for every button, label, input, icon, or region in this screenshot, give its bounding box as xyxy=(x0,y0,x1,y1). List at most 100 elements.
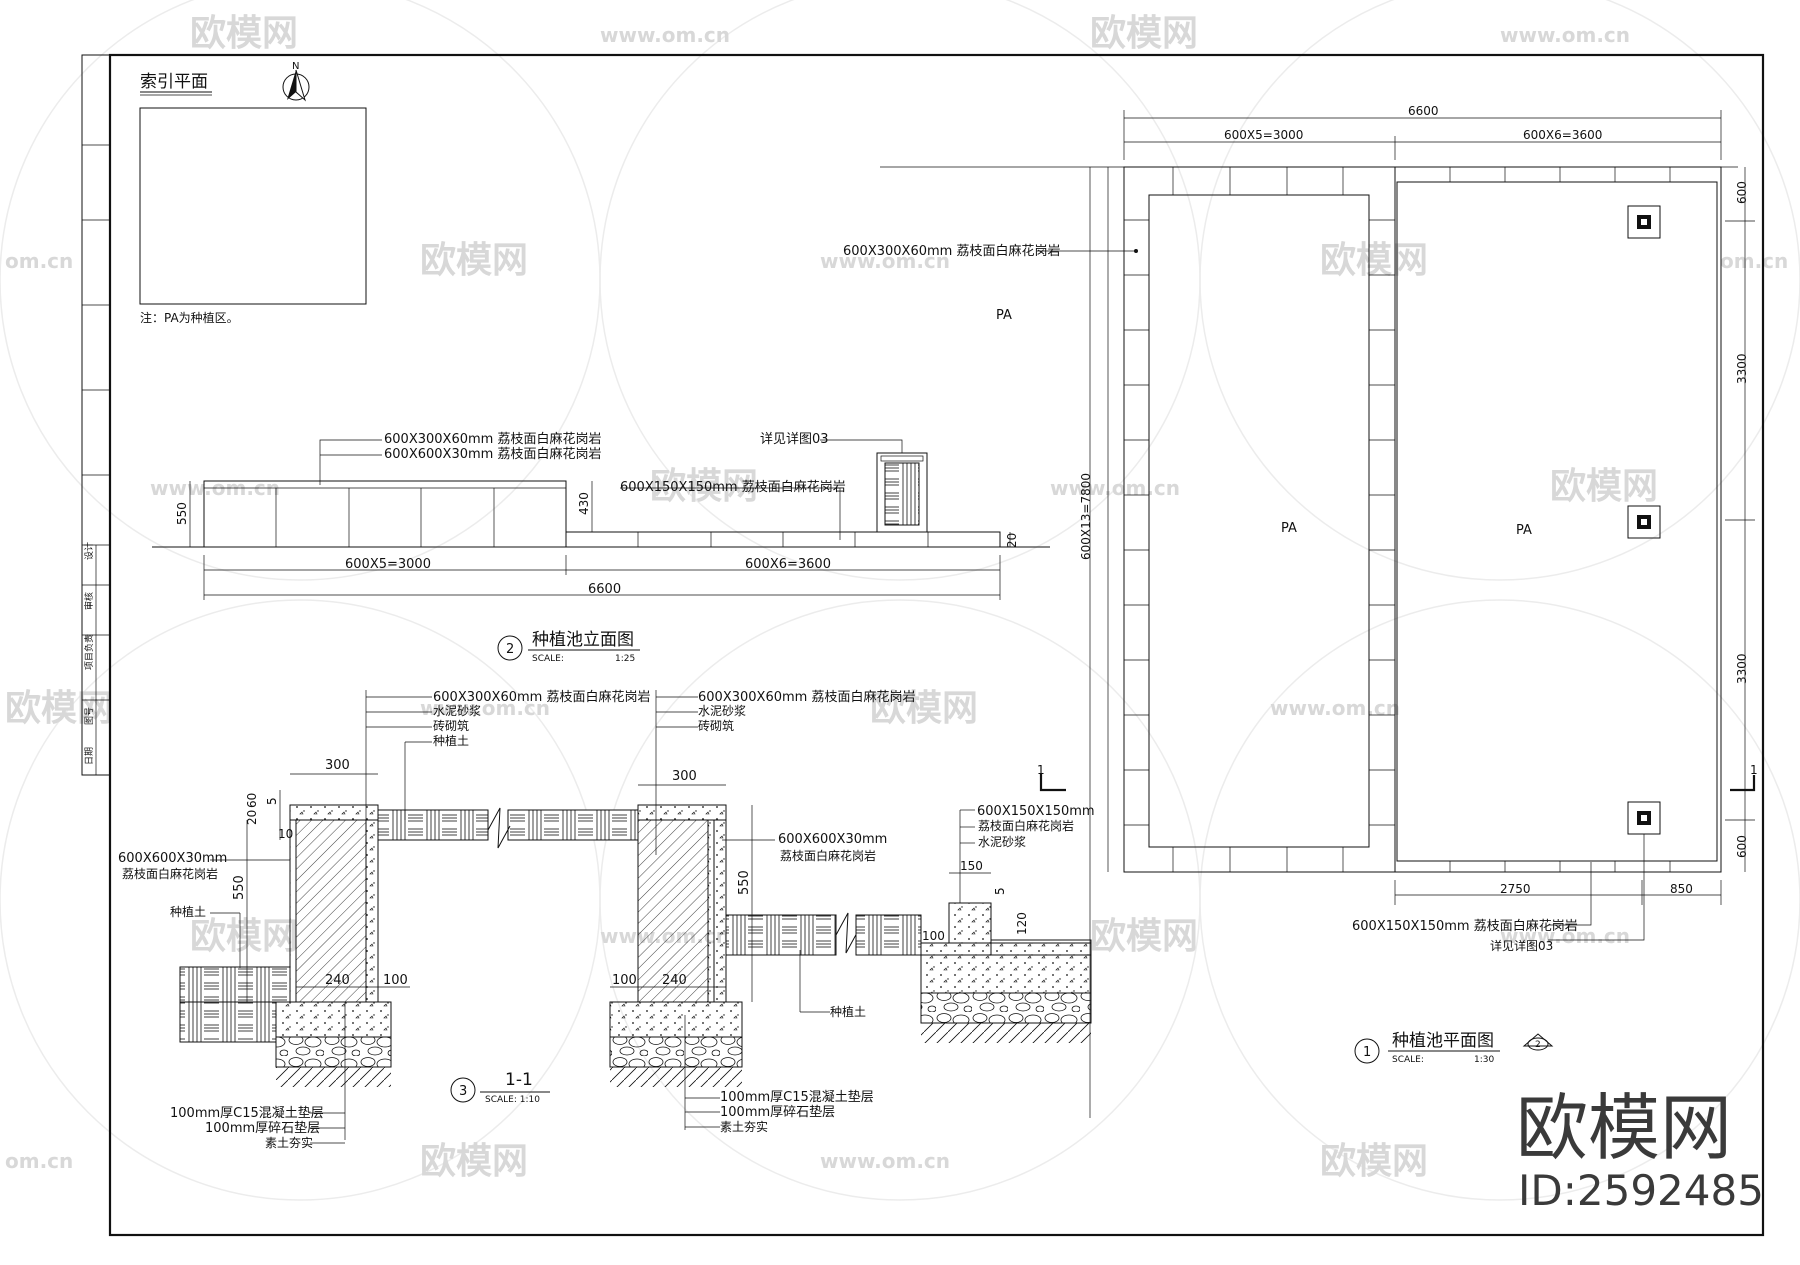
index-plan: 索引平面 N 注：PA为种植区。 xyxy=(139,61,367,325)
coping-stone-a xyxy=(289,804,379,821)
light-fixture-icon xyxy=(1627,505,1661,539)
elev-label-cap: 600X300X60mm 荔枝面白麻花岗岩 xyxy=(384,431,601,447)
sec-a-base-earth: 素土夯实 xyxy=(265,1135,313,1150)
gravel-base-b xyxy=(609,1036,743,1068)
dim-left: 600X5=3000 xyxy=(345,557,431,572)
title-cell: 日期 xyxy=(84,747,95,765)
sec-a-dim-300: 300 xyxy=(325,758,350,773)
plan-scale: 1:30 xyxy=(1474,1055,1494,1065)
sec-scale: SCALE: 1:10 xyxy=(485,1095,540,1105)
sec-a-dim-20: 20 xyxy=(245,810,259,825)
sec-a-dim-5: 5 xyxy=(265,797,279,805)
light-fixture-icon xyxy=(1627,205,1661,239)
title-cell: 项目负责 xyxy=(83,634,95,670)
sec-b-side-spec: 600X600X30mm xyxy=(778,832,887,847)
elev-label-detail: 详见详图03 xyxy=(760,432,829,447)
sec-a-side-material: 荔枝面白麻花岗岩 xyxy=(122,866,218,881)
section-cut-mark xyxy=(1730,775,1756,792)
sec-b-label-mortar: 水泥砂浆 xyxy=(698,703,746,718)
watermark-id: ID:2592485 xyxy=(1518,1166,1764,1215)
sec-c-dim-150: 150 xyxy=(960,859,983,873)
sec-b-base-earth: 素土夯实 xyxy=(720,1119,768,1134)
plan-section-mark: 1 xyxy=(1750,763,1758,777)
sec-b-side-material: 荔枝面白麻花岗岩 xyxy=(780,848,876,863)
gravel-base-a xyxy=(275,1036,392,1068)
plan-dim-600-bot: 600 xyxy=(1735,835,1749,858)
dim-430: 430 xyxy=(577,492,591,515)
sec-b-dim-240: 240 xyxy=(662,973,687,988)
index-plan-box xyxy=(139,107,367,305)
planter-bed-left xyxy=(1148,194,1370,848)
sec-c-dim-100: 100 xyxy=(922,929,945,943)
sec-a-label-mortar: 水泥砂浆 xyxy=(433,703,481,718)
plan-dim-vertical: 600X13=7800 xyxy=(1079,473,1093,560)
watermark-url: www.om.cn xyxy=(820,1149,950,1173)
index-plan-title: 索引平面 xyxy=(140,72,208,92)
index-plan-note: 注：PA为种植区。 xyxy=(140,310,239,325)
watermark-url: www.om.cn xyxy=(1050,476,1180,500)
watermark-brand: 欧模网 xyxy=(1320,240,1428,281)
watermark-big-brand: 欧模网 xyxy=(1516,1086,1732,1170)
watermark-layer: 欧模网 www.om.cn 欧模网 www.om.cn 欧模网 www.om.c… xyxy=(0,0,1800,1201)
elev-title: 种植池立面图 xyxy=(532,630,634,650)
plan-dim-total: 6600 xyxy=(1408,104,1439,118)
sec-title-no: 3 xyxy=(459,1084,467,1099)
plan-dim-right: 600X6=3600 xyxy=(1523,128,1602,142)
dim-20: 20 xyxy=(1005,533,1019,548)
planter-bed-right xyxy=(1396,181,1718,862)
plan-dim-3300-b: 3300 xyxy=(1735,653,1749,684)
watermark-url: www.om.cn xyxy=(420,696,550,720)
sec-c-label-material: 荔枝面白麻花岗岩 xyxy=(978,818,1074,833)
plan-title-no: 1 xyxy=(1363,1045,1371,1060)
watermark-url: www.om.cn xyxy=(600,23,730,47)
plan-pa-label: PA xyxy=(1516,523,1532,538)
sec-a-base-concrete: 100mm厚C15混凝土垫层 xyxy=(170,1105,324,1121)
north-label: N xyxy=(292,61,299,72)
watermark-brand: 欧模网 xyxy=(1550,466,1658,507)
sec-a-dim-550: 550 xyxy=(232,875,247,900)
section-cut-mark xyxy=(1039,773,1066,792)
watermark-url: www.om.cn xyxy=(1500,23,1630,47)
planter-section: 600X300X60mm 荔枝面白麻花岗岩 水泥砂浆 砖砌筑 种植土 300 5… xyxy=(118,689,1095,1150)
watermark-brand: 欧模网 xyxy=(650,466,758,507)
watermark-brand: 欧模网 xyxy=(1090,916,1198,957)
watermark-url: www.om.cn xyxy=(820,249,950,273)
planter-elevation-body xyxy=(203,480,567,548)
drawing-number-badge xyxy=(497,635,523,661)
plan-index-mark: 2 xyxy=(1535,1040,1541,1050)
plan-pa-label: PA xyxy=(1281,521,1297,536)
watermark-url: www.om.cn xyxy=(1270,696,1400,720)
concrete-base-b xyxy=(609,1001,743,1038)
sec-c-dim-5: 5 xyxy=(993,887,1007,895)
watermark-url-cn: om.cn xyxy=(1720,249,1788,273)
elev-label-edging: 600X150X150mm 荔枝面白麻花岗岩 xyxy=(620,479,846,495)
plan-section-mark: 1 xyxy=(1037,763,1045,777)
sec-a-soil-label: 种植土 xyxy=(170,904,206,919)
plan-label-edging: 600X150X150mm 荔枝面白麻花岗岩 xyxy=(1352,918,1578,934)
drawing-number-badge xyxy=(450,1077,476,1103)
watermark-brand: 欧模网 xyxy=(870,688,978,729)
plan-dim-600-top: 600 xyxy=(1735,181,1749,204)
plan-dim-3300-a: 3300 xyxy=(1735,353,1749,384)
watermark-url: www.om.cn xyxy=(1500,924,1630,948)
sec-b-base-gravel: 100mm厚碎石垫层 xyxy=(720,1104,835,1120)
plan-label-paving: 600X300X60mm 荔枝面白麻花岗岩 xyxy=(843,243,1060,259)
sec-b-dim-300: 300 xyxy=(672,769,697,784)
plan-label-detail: 详见详图03 xyxy=(1490,938,1553,953)
watermark-brand: 欧模网 xyxy=(5,688,113,729)
sec-c-dim-120: 120 xyxy=(1015,912,1029,935)
concrete-base-a xyxy=(275,1001,392,1038)
north-arrow-icon: N xyxy=(282,61,310,102)
index-symbol-icon: 2 xyxy=(1522,1033,1554,1051)
plan-dim-850: 850 xyxy=(1670,882,1693,896)
sec-a-side-spec: 600X600X30mm xyxy=(118,851,227,866)
dim-right: 600X6=3600 xyxy=(745,557,831,572)
plan-dim-2750: 2750 xyxy=(1500,882,1531,896)
title-cell: 设计 xyxy=(83,542,95,560)
sec-b-dim-550: 550 xyxy=(737,870,752,895)
sec-b-label-brick: 砖砌筑 xyxy=(698,718,734,733)
watermark-brand: 欧模网 xyxy=(190,13,298,54)
edging-stone xyxy=(948,902,992,944)
elev-scale-label: SCALE: xyxy=(532,654,564,664)
dim-total: 6600 xyxy=(588,582,621,597)
